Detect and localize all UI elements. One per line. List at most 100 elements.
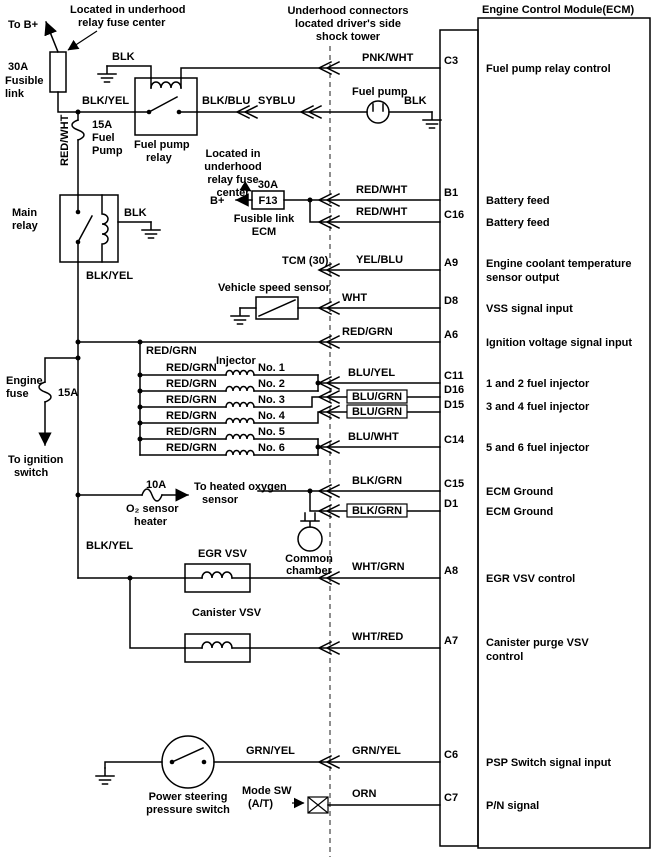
injector-title: Injector bbox=[216, 355, 256, 367]
note-mid-2: underhood bbox=[204, 161, 261, 173]
f13-sub-1: Fusible link bbox=[234, 213, 295, 225]
ground-icon bbox=[141, 221, 161, 239]
psp-label-2: pressure switch bbox=[146, 804, 230, 816]
pin-id: A6 bbox=[444, 329, 458, 341]
fuel-pump-label: Fuel pump bbox=[352, 86, 408, 98]
connectors-note-1: Underhood connectors bbox=[287, 5, 408, 17]
to-o2-2: sensor bbox=[202, 494, 239, 506]
wire-grn-yel-left: GRN/YEL bbox=[246, 745, 295, 757]
ground-icon bbox=[230, 307, 250, 325]
ground-icon bbox=[97, 65, 117, 83]
injector-bank: Injector RED/GRN RED/GRN RED/GRN RED/GRN… bbox=[137, 341, 441, 456]
pin-id: A9 bbox=[444, 257, 458, 269]
pin-desc: 3 and 4 fuel injector bbox=[486, 401, 590, 413]
fp-fuse-label-1: Fuel bbox=[92, 132, 115, 144]
to-o2-1: To heated oxygen bbox=[194, 481, 287, 493]
f13-amp: 30A bbox=[258, 179, 278, 191]
injector-coil bbox=[225, 369, 255, 376]
engine-fuse-label-1: Engine bbox=[6, 375, 43, 387]
wire-blu-grn-d15: BLU/GRN bbox=[352, 406, 402, 418]
underhood-connectors-note: Underhood connectors located driver's si… bbox=[287, 5, 408, 43]
wire-yel-blu: YEL/BLU bbox=[356, 254, 403, 266]
fp-relay-label-2: relay bbox=[146, 152, 173, 164]
wire-blk-main: BLK bbox=[124, 207, 147, 219]
wire-blk-pump: BLK bbox=[404, 95, 427, 107]
pin-id: D8 bbox=[444, 295, 458, 307]
wire-blk-yel-top: BLK/YEL bbox=[82, 95, 129, 107]
to-b-plus-label: To B+ bbox=[8, 19, 38, 31]
fusible-link-label-2: link bbox=[5, 88, 25, 100]
fusible-link-30a: To B+ Located in underhood relay fuse ce… bbox=[5, 4, 186, 113]
egr-vsv-label: EGR VSV bbox=[198, 548, 248, 560]
vsv-circuits: BLK/YEL EGR VSV WHT/GRN Common chamber C… bbox=[77, 512, 441, 663]
main-relay-label-2: relay bbox=[12, 220, 39, 232]
fuel-pump-circuit: BLK/BLU SYBLU Fuel pump BLK bbox=[196, 86, 442, 129]
note-mid-1: Located in bbox=[205, 148, 260, 160]
wire-red-wht-b1: RED/WHT bbox=[356, 184, 408, 196]
pin-desc: ECM Ground bbox=[486, 506, 553, 518]
wire-blk-blu: BLK/BLU bbox=[202, 95, 250, 107]
fp-fuse-label-2: Pump bbox=[92, 145, 123, 157]
pin-desc: ECM Ground bbox=[486, 486, 553, 498]
psp-switch: GRN/YEL GRN/YEL Power steering pressure … bbox=[95, 735, 441, 816]
pin-id: C11 bbox=[444, 370, 464, 382]
pin-id: C7 bbox=[444, 792, 458, 804]
common-chamber-2: chamber bbox=[286, 565, 333, 577]
injector-coil bbox=[225, 433, 255, 440]
pin-id: C14 bbox=[444, 434, 465, 446]
to-ignition-1: To ignition bbox=[8, 454, 64, 466]
wire-red-wht-c16: RED/WHT bbox=[356, 206, 408, 218]
wire-blu-wht: BLU/WHT bbox=[348, 431, 399, 443]
pin-id: C15 bbox=[444, 478, 464, 490]
wire-pnk-wht: PNK/WHT bbox=[362, 52, 414, 64]
wire-wht: WHT bbox=[342, 292, 367, 304]
wire-orn: ORN bbox=[352, 788, 377, 800]
injector-no2: No. 2 bbox=[258, 378, 285, 390]
pin-id: C6 bbox=[444, 749, 458, 761]
engine-fuse: Engine fuse 15A To ignition switch bbox=[6, 355, 81, 479]
f13-sub-2: ECM bbox=[252, 226, 276, 238]
wire-blk-yel-main: BLK/YEL bbox=[86, 270, 133, 282]
pin-desc: 1 and 2 fuel injector bbox=[486, 378, 590, 390]
f13-fusible-link: Located in underhood relay fuse center B… bbox=[204, 148, 441, 238]
common-chamber-symbol bbox=[297, 512, 323, 552]
b-plus-label: B+ bbox=[210, 195, 224, 207]
pin-desc: control bbox=[486, 651, 523, 663]
fp-relay-label-1: Fuel pump bbox=[134, 139, 190, 151]
wire-blu-grn-d16: BLU/GRN bbox=[352, 391, 402, 403]
wire-red-wht-vert: RED/WHT bbox=[59, 114, 71, 166]
pin-desc: Fuel pump relay control bbox=[486, 63, 611, 75]
wire-red-grn-row: RED/GRN bbox=[166, 378, 217, 390]
main-relay: BLK Main relay BLK/YEL bbox=[12, 194, 161, 579]
fp-fuse-amp: 15A bbox=[92, 119, 112, 131]
fusible-link-amp: 30A bbox=[8, 61, 28, 73]
pin-desc: Battery feed bbox=[486, 217, 550, 229]
pin-id: D1 bbox=[444, 498, 458, 510]
ground-icon bbox=[422, 111, 442, 129]
mode-sw-2: (A/T) bbox=[248, 798, 273, 810]
engine-fuse-amp: 15A bbox=[58, 387, 78, 399]
wire-red-grn-row: RED/GRN bbox=[166, 426, 217, 438]
injector-no4: No. 4 bbox=[258, 410, 286, 422]
pin-desc: Ignition voltage signal input bbox=[486, 337, 632, 349]
wire-red-grn-row: RED/GRN bbox=[166, 362, 217, 374]
ecm-module-box: Engine Control Module(ECM) bbox=[439, 4, 651, 849]
wire-red-grn-a6: RED/GRN bbox=[342, 326, 393, 338]
wire-blk-grn-c15: BLK/GRN bbox=[352, 475, 402, 487]
injector-no3: No. 3 bbox=[258, 394, 285, 406]
to-ignition-2: switch bbox=[14, 467, 49, 479]
note-top-left-2: relay fuse center bbox=[78, 17, 166, 29]
ground-icon bbox=[95, 767, 115, 785]
ecm-title: Engine Control Module(ECM) bbox=[482, 4, 634, 16]
note-top-left-1: Located in underhood bbox=[70, 4, 186, 16]
pin-id: A7 bbox=[444, 635, 458, 647]
pin-desc: 5 and 6 fuel injector bbox=[486, 442, 590, 454]
common-chamber-1: Common bbox=[285, 553, 333, 565]
pin-desc: Canister purge VSV bbox=[486, 637, 589, 649]
o2-heater-1: O₂ sensor bbox=[126, 503, 179, 515]
wire-red-grn-bus: RED/GRN bbox=[146, 345, 197, 357]
tcm-wire: TCM (30) YEL/BLU bbox=[282, 254, 441, 277]
pin-desc: P/N signal bbox=[486, 800, 539, 812]
